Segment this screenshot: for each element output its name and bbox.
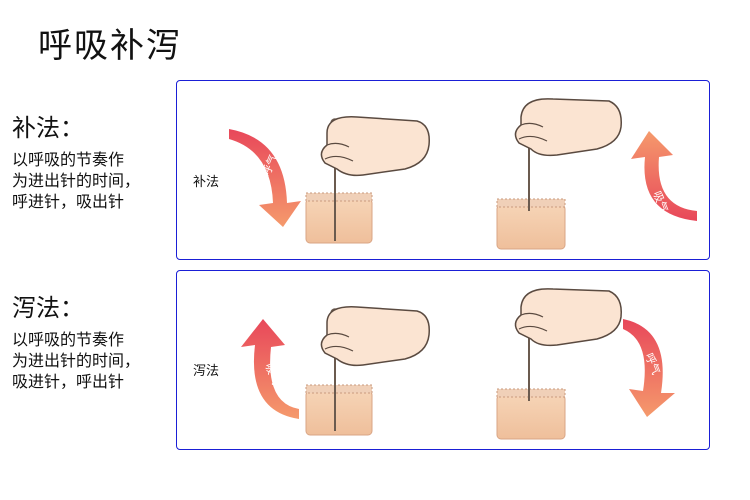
xiefa-panel-label: 泻法 (193, 364, 220, 379)
tissue-block-right (496, 198, 566, 250)
bufa-illustration: 呼气 吸气 (229, 98, 697, 250)
exhale-arrow-left: 呼气 (229, 129, 301, 227)
bufa-line-1: 以呼吸的节奏作 (12, 150, 125, 169)
tissue-block-left (305, 192, 373, 244)
inhale-arrow-left: 吸气 (241, 319, 299, 419)
xiefa-illustration: 吸气 呼气 (241, 288, 675, 440)
hand-left (320, 116, 430, 177)
bufa-heading: 补法： (12, 114, 84, 142)
xiefa-heading: 泻法： (12, 294, 84, 322)
xiefa-description: 泻法： 以呼吸的节奏作 为进出针的时间， 吸进针，呼出针 (12, 288, 177, 392)
hand-right-2 (514, 288, 622, 347)
hand-right (514, 98, 622, 157)
xiefa-panel: 泻法 吸气 (176, 270, 710, 450)
bufa-panel-label: 补法 (193, 175, 220, 190)
bufa-line-2: 为进出针的时间， (12, 171, 141, 190)
hand-left-2 (320, 306, 430, 367)
bufa-line-3: 呼进针，吸出针 (12, 192, 125, 211)
exhale-arrow-right: 呼气 (623, 319, 675, 417)
page-title: 呼吸补泻 (38, 26, 182, 66)
bufa-description: 补法： 以呼吸的节奏作 为进出针的时间， 呼进针，吸出针 (12, 108, 177, 212)
bufa-panel: 补法 呼气 (176, 80, 710, 260)
inhale-arrow-right: 吸气 (631, 131, 697, 221)
xiefa-line-1: 以呼吸的节奏作 (12, 330, 125, 349)
tissue-block-right-2 (496, 388, 566, 440)
xiefa-line-3: 吸进针，呼出针 (12, 372, 125, 391)
tissue-block-left-2 (305, 384, 373, 436)
xiefa-line-2: 为进出针的时间， (12, 351, 141, 370)
